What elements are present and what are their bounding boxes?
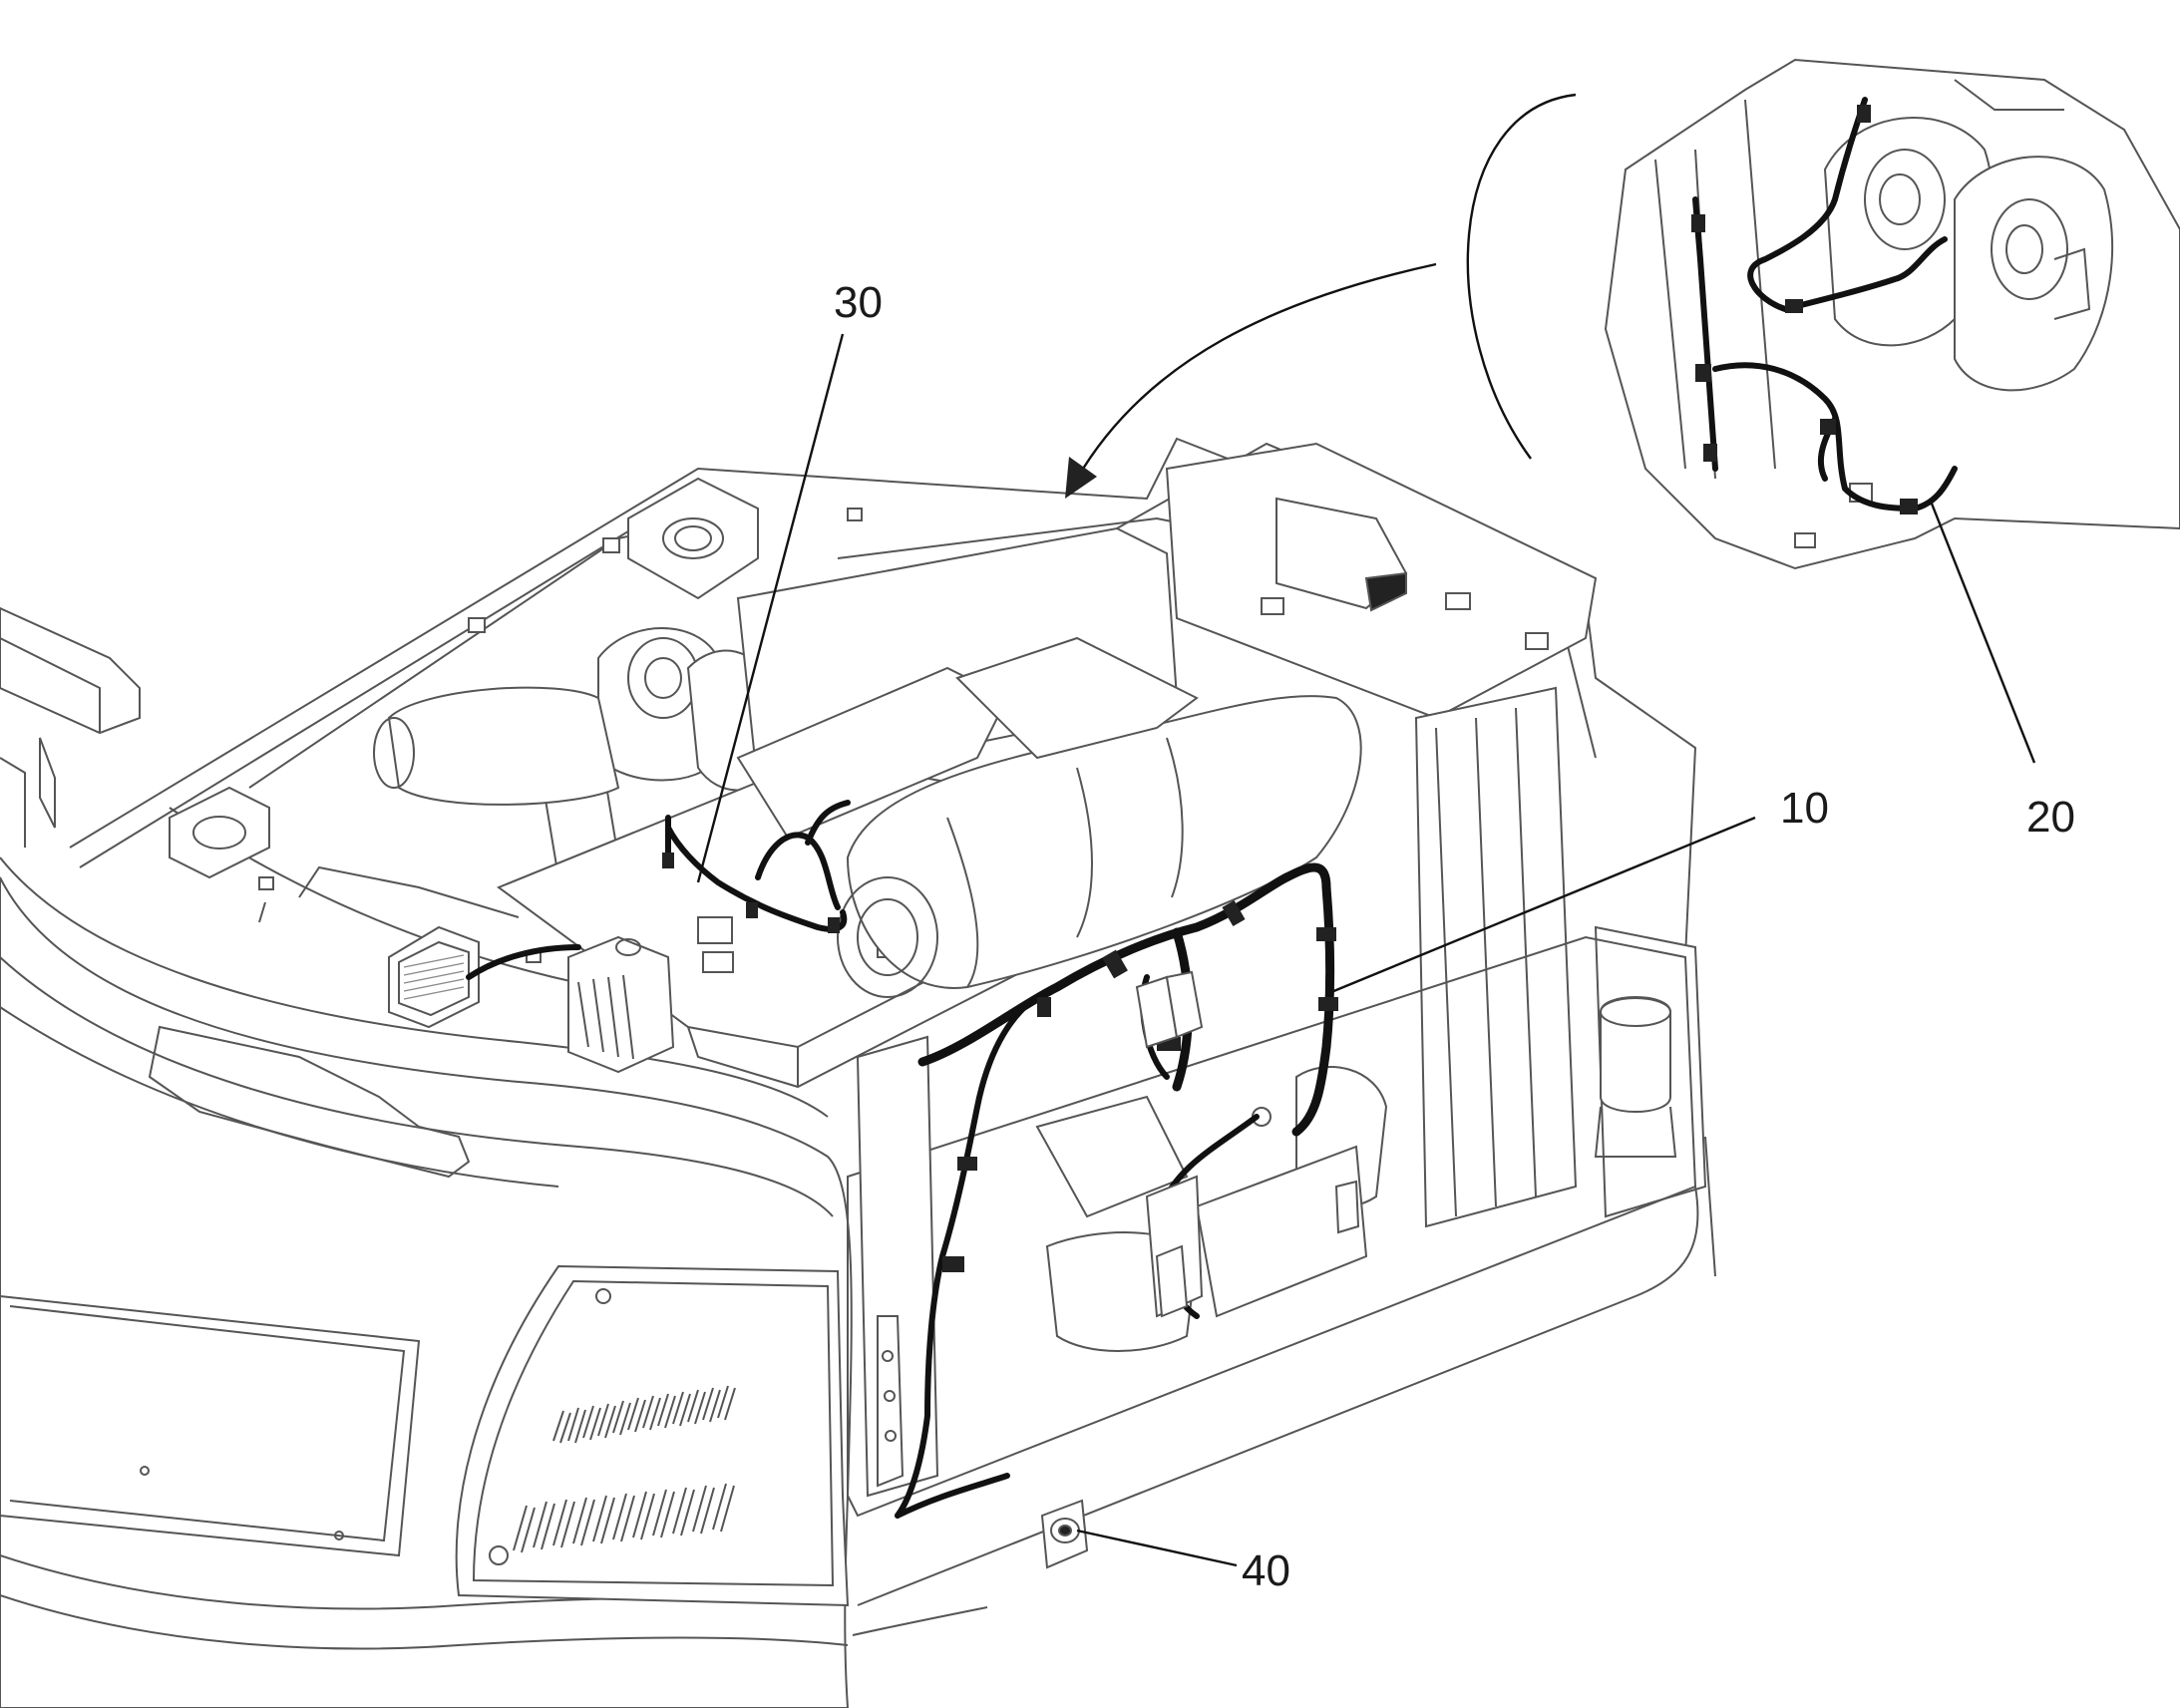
inset-detail-view [1604, 58, 2180, 570]
leader-lines [696, 333, 2036, 1567]
detail-arrow [1065, 93, 1577, 499]
wire-harness-10 [895, 862, 1338, 1519]
label-30: 30 [834, 278, 883, 327]
wire-harness-30 [466, 800, 851, 980]
label-20: 20 [2026, 793, 2075, 842]
counterweight-body [0, 606, 988, 1708]
label-40: 40 [1242, 1546, 1290, 1595]
engine-compartment [736, 442, 1716, 1606]
label-10: 10 [1780, 784, 1829, 833]
vent-grille-upper [552, 1385, 736, 1444]
vent-grille-lower [513, 1483, 735, 1553]
